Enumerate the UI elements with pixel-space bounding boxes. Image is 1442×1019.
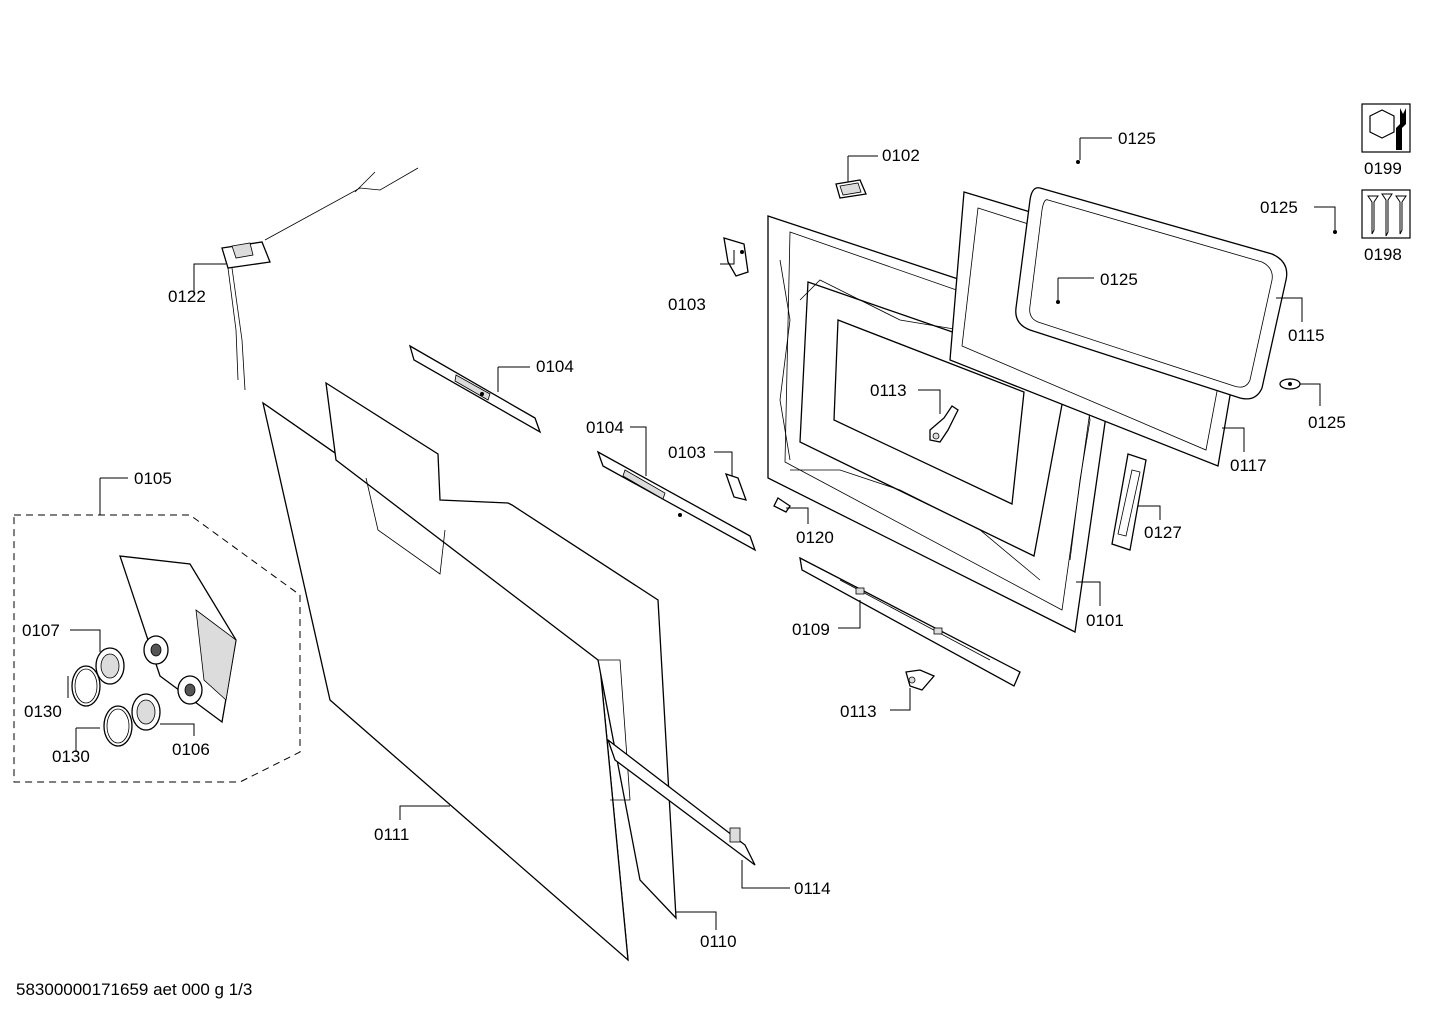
hinge-0113-upper — [929, 405, 959, 443]
callout-0199: 0199 — [1364, 159, 1402, 178]
rail-0109 — [799, 556, 1021, 687]
point-0125-a — [1076, 160, 1080, 164]
outer-glass-0111 — [261, 401, 629, 962]
callout-0130-upper: 0130 — [24, 702, 62, 721]
bracket-0103-mid — [724, 472, 748, 501]
knob-0107 — [95, 647, 125, 685]
callout-0125-clip: 0125 — [1308, 413, 1346, 432]
inner-glass-0110 — [325, 381, 677, 920]
gasket-0115 — [1015, 187, 1288, 400]
handle-0127 — [1111, 453, 1147, 551]
callout-0198: 0198 — [1364, 245, 1402, 264]
profile-0104-mid — [596, 450, 757, 552]
callout-0114: 0114 — [794, 879, 831, 898]
callout-0125-top: 0125 — [1118, 129, 1156, 148]
callout-0120: 0120 — [796, 528, 834, 547]
callout-0106: 0106 — [172, 740, 210, 759]
callout-0113-lower: 0113 — [840, 702, 877, 721]
wire-harness-0122 — [221, 167, 419, 391]
point-0125-c — [1056, 300, 1060, 304]
hinge-0113-lower — [905, 669, 936, 691]
point-0125-b — [1333, 230, 1337, 234]
side-profile-0114 — [606, 738, 756, 866]
knob-0106 — [131, 693, 161, 731]
callout-0115: 0115 — [1288, 326, 1325, 345]
profile-0104-top — [408, 344, 542, 434]
callout-0102: 0102 — [882, 146, 920, 165]
callout-0107: 0107 — [22, 621, 60, 640]
callout-0111: 0111 — [374, 825, 409, 844]
callout-0105: 0105 — [134, 469, 172, 488]
document-id: 58300000171659 aet 000 g 1/3 — [16, 980, 253, 999]
clip-0120 — [773, 497, 791, 513]
callout-0104-top: 0104 — [536, 357, 574, 376]
callout-0101: 0101 — [1086, 611, 1124, 630]
callout-0117: 0117 — [1230, 456, 1267, 475]
leader-lines — [67, 137, 1336, 930]
callout-0122: 0122 — [168, 287, 206, 306]
callout-0113-upper: 0113 — [870, 381, 907, 400]
callout-0125-mid: 0125 — [1100, 270, 1138, 289]
callout-0109: 0109 — [792, 620, 830, 639]
wrench-nut-icon — [1361, 103, 1411, 153]
callout-0125-right: 0125 — [1260, 198, 1298, 217]
callout-0103-top: 0103 — [668, 295, 706, 314]
screws-icon — [1361, 189, 1411, 239]
callout-labels: 0102 0125 0125 0125 0122 0103 0104 0104 … — [22, 129, 1402, 951]
callout-0130-lower: 0130 — [52, 747, 90, 766]
callout-0103-mid: 0103 — [668, 443, 706, 462]
ring-0130-lower — [103, 705, 133, 747]
hinge-block-0102 — [835, 179, 867, 199]
clip-0125-round — [1279, 378, 1301, 390]
control-module-group-0105 — [13, 514, 301, 783]
callout-0110: 0110 — [700, 932, 737, 951]
callout-0104-mid: 0104 — [586, 418, 624, 437]
ring-0130-upper — [71, 665, 101, 707]
bracket-0103-top — [723, 237, 749, 277]
callout-0127: 0127 — [1144, 523, 1182, 542]
